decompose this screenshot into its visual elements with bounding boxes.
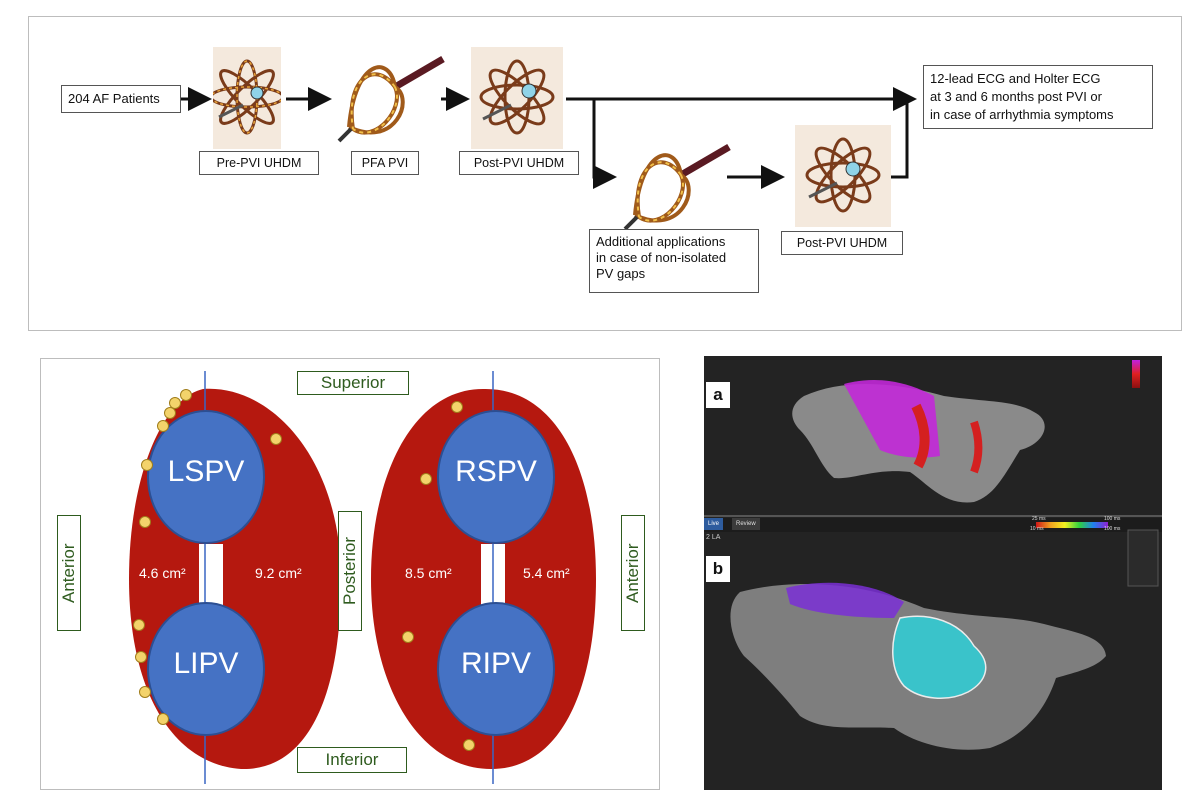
- gap-dot: [133, 619, 145, 631]
- panel-a-letter: a: [706, 382, 730, 408]
- left-carina: [199, 544, 223, 606]
- ripv-label: RIPV: [460, 647, 532, 680]
- anterior-left-label: Anterior: [57, 515, 81, 631]
- outcome-line-1: 12-lead ECG and Holter ECG: [930, 71, 1101, 86]
- pfa-catheter-image: [335, 49, 445, 145]
- tab-live[interactable]: Live: [704, 518, 724, 530]
- panel-b-letter: b: [706, 556, 730, 582]
- map-b-low-voltage-area: [892, 615, 987, 699]
- map-a-isolated-area: [844, 380, 940, 458]
- step-label-pfa-pvi: PFA PVI: [351, 151, 419, 175]
- pre-pvi-catheter-image: [213, 47, 281, 149]
- gap-dot: [180, 389, 192, 401]
- outcome-box: 12-lead ECG and Holter ECG at 3 and 6 mo…: [923, 65, 1153, 129]
- scale-bottom-right: 100 ms: [1104, 526, 1121, 532]
- gap-dot: [139, 686, 151, 698]
- scale-top-left: 25 ms: [1032, 516, 1046, 522]
- map-b-toolbar: [704, 518, 1162, 532]
- additional-line-3: PV gaps: [596, 266, 646, 281]
- area-left-anterior: 4.6 cm²: [139, 565, 186, 581]
- area-right-posterior: 8.5 cm²: [405, 565, 452, 581]
- additional-line-1: Additional applications: [596, 234, 726, 249]
- gap-dot: [451, 401, 463, 413]
- map-b-side-tools: [1127, 529, 1159, 587]
- map-b-colorbar: [1036, 522, 1108, 528]
- additional-applications-box: Additional applications in case of non-i…: [589, 229, 759, 293]
- map-a-ablation-band: [911, 403, 930, 469]
- gap-dot: [270, 433, 282, 445]
- flow-arrows: [181, 87, 917, 189]
- scale-top-right: 100 ms: [1104, 516, 1121, 522]
- map-a-ablation-band-2: [970, 420, 983, 474]
- step-label-post-pvi: Post-PVI UHDM: [459, 151, 579, 175]
- step-label-pre-pvi: Pre-PVI UHDM: [199, 151, 319, 175]
- map-a-colorbar: [1132, 360, 1140, 388]
- gap-dot: [164, 407, 176, 419]
- superior-label: Superior: [297, 371, 409, 395]
- map-graphics: [704, 360, 1162, 750]
- gap-dot: [463, 739, 475, 751]
- gap-dot: [402, 631, 414, 643]
- inferior-label: Inferior: [297, 747, 407, 773]
- outcome-line-2: at 3 and 6 months post PVI or: [930, 89, 1102, 104]
- anterior-right-label: Anterior: [621, 515, 645, 631]
- flowchart-panel: 204 AF Patients Pre-PVI UHDM PFA PVI: [28, 16, 1182, 331]
- branch-post-pvi-catheter-image: [795, 125, 891, 227]
- gap-dot: [135, 651, 147, 663]
- gap-dot: [139, 516, 151, 528]
- scale-bottom-left: 10 ms: [1030, 526, 1044, 532]
- branch-label-post-pvi: Post-PVI UHDM: [781, 231, 903, 255]
- map-b-purple-area: [786, 582, 904, 618]
- mapping-screenshots: a b Live Review 2 LA 25 ms 10 ms 100 ms …: [704, 356, 1162, 790]
- gap-dot: [420, 473, 432, 485]
- pv-gap-diagram: Superior Inferior Anterior Posterior Ant…: [40, 358, 660, 790]
- area-left-posterior: 9.2 cm²: [255, 565, 302, 581]
- lipv-ostium: [147, 602, 265, 736]
- start-box: 204 AF Patients: [61, 85, 181, 113]
- ripv-ostium: [437, 602, 555, 736]
- gap-dot: [141, 459, 153, 471]
- map-name: 2 LA: [706, 534, 721, 541]
- additional-pfa-catheter-image: [619, 135, 731, 231]
- gap-dot: [157, 713, 169, 725]
- post-pvi-catheter-image: [471, 47, 563, 149]
- outcome-line-3: in case of arrhythmia symptoms: [930, 107, 1114, 122]
- lspv-label: LSPV: [167, 455, 245, 488]
- additional-line-2: in case of non-isolated: [596, 250, 727, 265]
- posterior-label: Posterior: [338, 511, 362, 631]
- tab-review[interactable]: Review: [732, 518, 760, 530]
- gap-dot: [169, 397, 181, 409]
- rspv-label: RSPV: [455, 455, 537, 488]
- area-right-anterior: 5.4 cm²: [523, 565, 570, 581]
- pv-diagram-graphic: [129, 371, 596, 784]
- gap-dot: [157, 420, 169, 432]
- lipv-label: LIPV: [173, 647, 239, 680]
- lspv-ostium: [147, 410, 265, 544]
- rspv-ostium: [437, 410, 555, 544]
- arrow-branch-up: [889, 99, 909, 179]
- arrow-branch-down: [592, 99, 617, 189]
